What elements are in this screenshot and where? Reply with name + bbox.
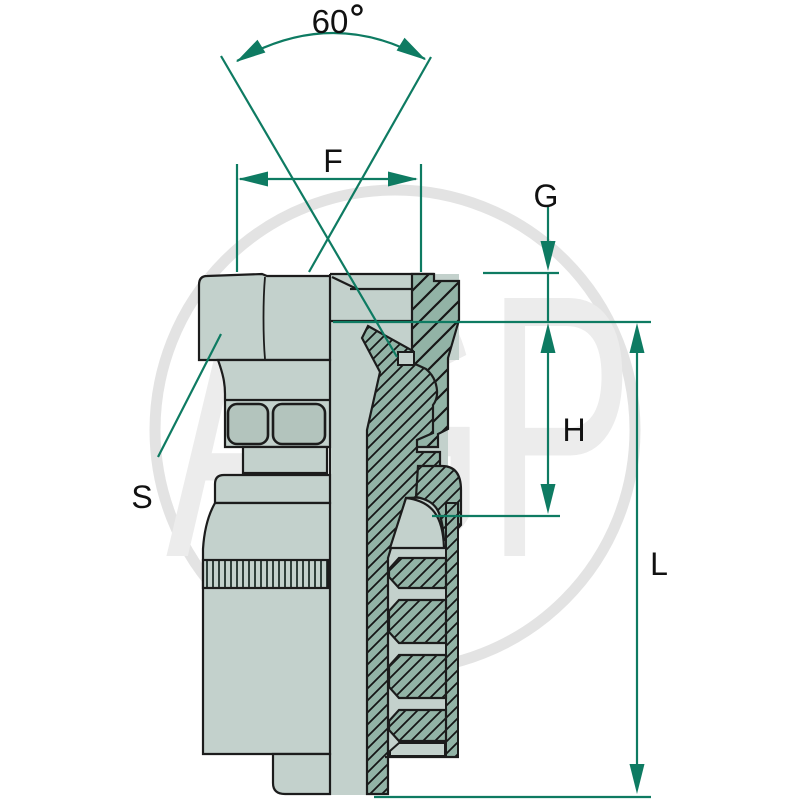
arrow-arc-left	[236, 39, 266, 62]
arrow-l-up	[629, 323, 645, 353]
arrow-h-up	[540, 323, 556, 353]
ferrule-body	[201, 501, 332, 756]
h-label: H	[562, 412, 585, 448]
f-label: F	[323, 143, 343, 179]
l-label: L	[650, 546, 668, 582]
ferrule-head	[213, 473, 332, 505]
knurl-band	[201, 558, 330, 590]
section-view	[329, 272, 463, 796]
dimension-labels: 60 F G H L S	[131, 3, 668, 582]
dimension-arrows	[236, 37, 645, 794]
ferrule-bottom-gap	[389, 742, 446, 757]
hex-facet-line	[262, 276, 266, 360]
collar-band	[241, 445, 329, 475]
collar-window-right	[271, 402, 327, 446]
hose-seat-dome	[388, 496, 446, 550]
arrow-arc-right	[396, 37, 426, 60]
arrow-f-left	[238, 171, 268, 187]
hose-stem	[271, 752, 332, 796]
seat-notch	[397, 351, 415, 366]
arrow-f-right	[388, 171, 418, 187]
ferrule-rib	[387, 598, 448, 645]
arrow-l-down	[629, 764, 645, 794]
s-leader-line	[157, 333, 222, 458]
arrow-h-down	[540, 484, 556, 514]
ferrule-outer-wall	[445, 502, 459, 758]
cone-line-right	[308, 56, 432, 273]
nipple-section	[360, 324, 442, 796]
ferrule-rib	[387, 708, 448, 743]
ferrule-rib	[387, 653, 448, 700]
s-label: S	[131, 479, 152, 515]
side-view	[197, 272, 332, 796]
collar-window-left	[226, 402, 270, 446]
g-label: G	[534, 178, 559, 214]
arrow-g-down	[540, 241, 556, 271]
thread-chamfer-line	[331, 276, 358, 290]
cone-line-left	[220, 55, 398, 358]
ferrule-rib	[387, 556, 448, 590]
degree-symbol-icon	[351, 4, 363, 16]
angle-label: 60	[312, 3, 349, 40]
